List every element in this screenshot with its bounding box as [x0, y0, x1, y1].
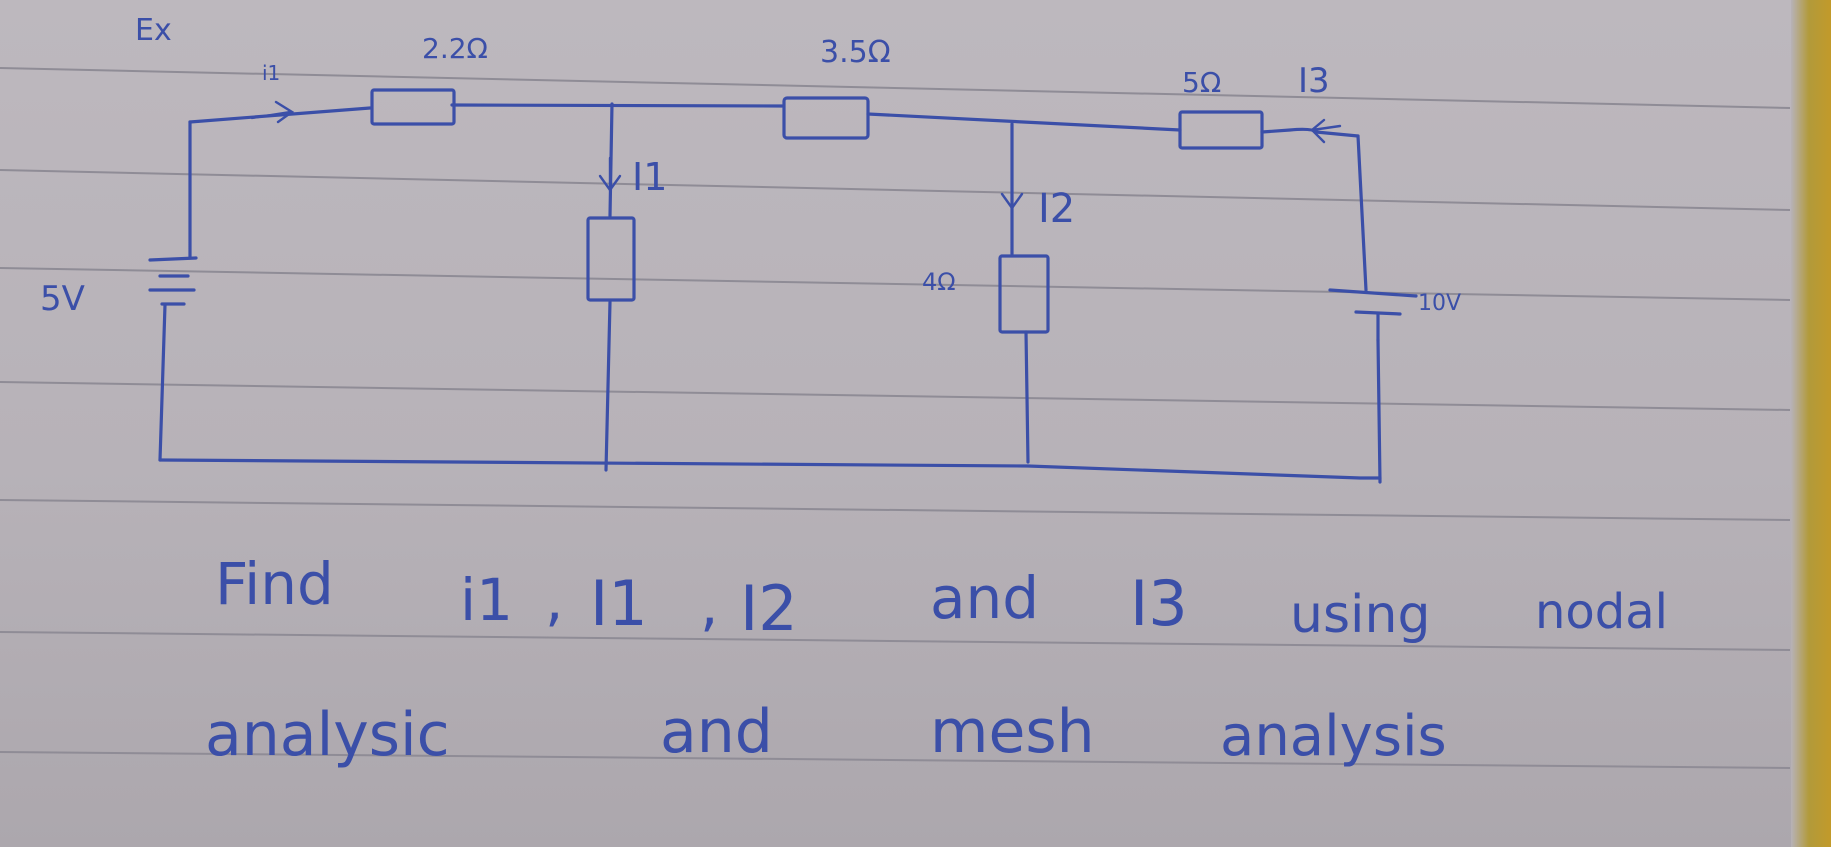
v-right-label: 10V: [1418, 291, 1461, 316]
page-edge: [1791, 0, 1831, 847]
arrow-I2-icon: [1000, 178, 1024, 211]
battery-left-long-plate: [148, 256, 198, 262]
q-word: analysis: [1220, 704, 1447, 769]
i1-label: i1: [262, 61, 280, 85]
resistors: [370, 88, 1264, 334]
I1-label: I1: [632, 155, 667, 199]
rule-line: [0, 169, 1791, 211]
resistor-3-5ohm: [782, 96, 870, 140]
wire-top-2: [450, 103, 784, 108]
resistor-2-2ohm: [370, 88, 456, 126]
v-left-label: 5V: [40, 279, 85, 319]
q-word: analysic: [205, 700, 450, 770]
q-word: ,: [700, 571, 718, 639]
resistor-shunt-1: [586, 216, 636, 302]
r4-label: 4Ω: [922, 268, 956, 296]
battery-right-long-plate: [1328, 288, 1418, 298]
current-arrows: [250, 100, 1342, 211]
example-label: Ex: [135, 13, 172, 48]
q-word: and: [660, 697, 773, 767]
rule-line: [0, 67, 1791, 109]
wire-bottom: [158, 458, 1382, 480]
q-word: i1: [460, 566, 513, 634]
rule-line: [0, 499, 1791, 521]
wire-shunt2-bottom: [1024, 330, 1030, 464]
arrow-I3-icon: [1310, 118, 1342, 144]
q-word: nodal: [1535, 584, 1668, 640]
rule-line: [0, 381, 1791, 411]
wire-top-1: [188, 106, 372, 124]
question-text: Find i1 , I1 , I2 and I3 using nodal ana…: [205, 550, 1668, 770]
r1-label: 2.2Ω: [422, 32, 488, 65]
I3-label: I3: [1298, 61, 1330, 101]
arrow-I1-icon: [598, 156, 622, 193]
wire-right-lower: [1376, 338, 1382, 484]
labels: Ex i1 2.2Ω 3.5Ω 5Ω I3 I1 I2 4Ω 5V 10V: [40, 13, 1461, 319]
q-word: Find: [215, 550, 334, 618]
q-word: mesh: [930, 697, 1095, 767]
q-word: I1: [590, 567, 648, 640]
q-word: using: [1290, 585, 1430, 645]
I2-label: I2: [1038, 186, 1075, 232]
r3-label: 5Ω: [1182, 66, 1221, 99]
rule-line: [0, 267, 1791, 301]
q-word: ,: [545, 566, 563, 634]
q-word: and: [930, 564, 1039, 632]
wire-top-3: [866, 112, 1182, 132]
wires: [158, 102, 1382, 484]
r2-label: 3.5Ω: [820, 35, 891, 70]
resistor-5ohm: [1178, 110, 1264, 150]
wire-right-upper: [1356, 134, 1368, 292]
wire-shunt1-bottom: [604, 300, 612, 472]
wire-top-4: [1260, 127, 1360, 138]
rule-line: [0, 751, 1791, 769]
arrow-i1-icon: [250, 100, 295, 124]
resistor-4ohm: [998, 254, 1050, 334]
wire-left-lower: [158, 303, 167, 462]
ruled-lines: [0, 67, 1791, 769]
q-word: I3: [1130, 567, 1188, 640]
batteries: [148, 256, 1418, 342]
rule-line: [0, 631, 1791, 651]
q-word: I2: [740, 572, 798, 645]
